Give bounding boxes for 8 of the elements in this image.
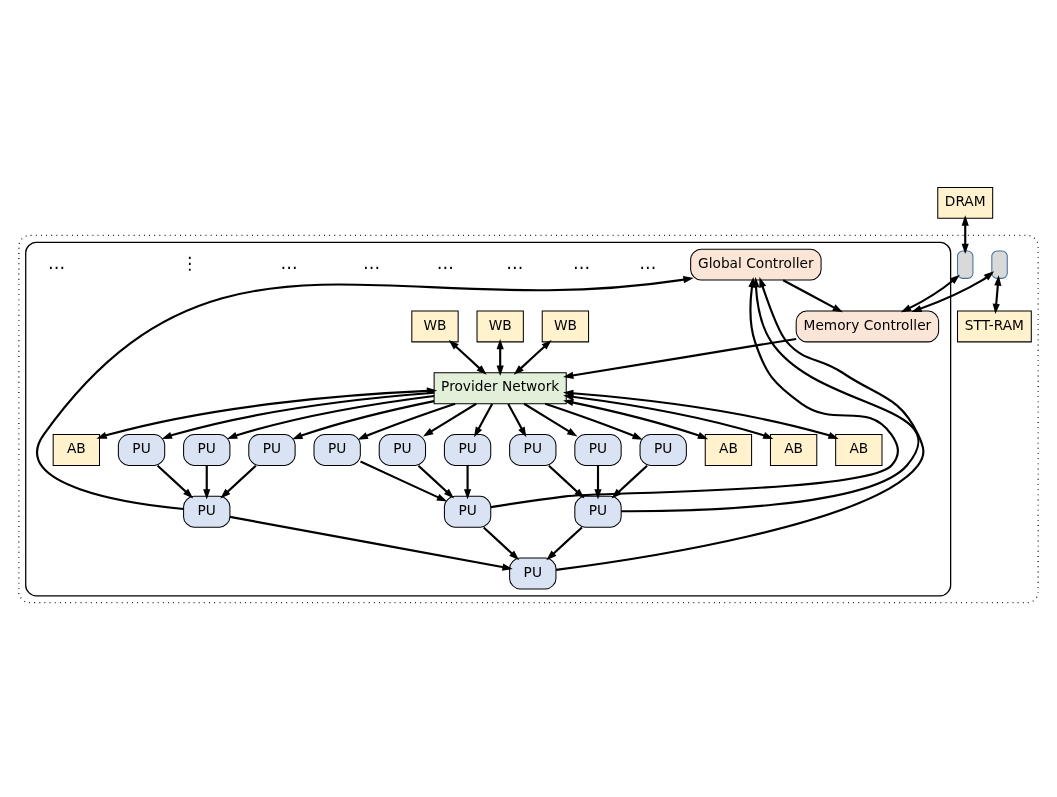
label: … bbox=[506, 252, 524, 273]
label: ⋮ bbox=[181, 252, 199, 273]
label: … bbox=[362, 252, 381, 273]
label: … bbox=[639, 252, 657, 273]
label: … bbox=[280, 252, 298, 273]
label: … bbox=[573, 252, 591, 273]
label: … bbox=[48, 252, 66, 273]
label: … bbox=[436, 252, 454, 273]
